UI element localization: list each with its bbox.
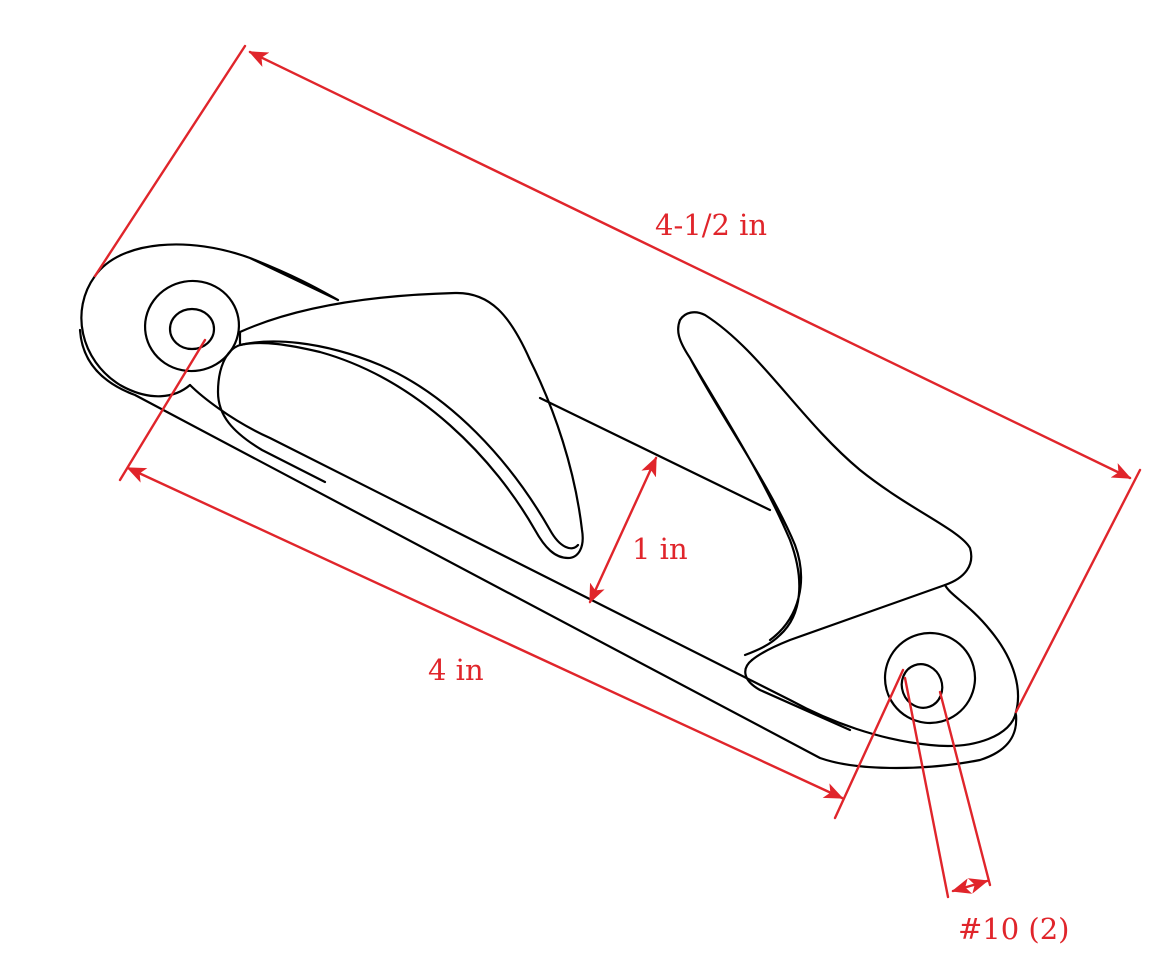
cleat-part bbox=[78, 243, 1020, 770]
right-screw-hole bbox=[900, 663, 944, 709]
screw-size-label: #10 (2) bbox=[958, 912, 1070, 946]
right-horn-outer bbox=[678, 311, 973, 662]
right-horn-inner bbox=[677, 318, 803, 657]
jaw-opening-label: 1 in bbox=[632, 532, 688, 566]
overall-length-extension-right bbox=[1014, 468, 1142, 714]
overall-length-extension-left bbox=[93, 44, 247, 278]
left-screw-hole bbox=[168, 307, 216, 351]
base-plate-top-edge bbox=[93, 243, 340, 302]
screw-size-extension-right bbox=[938, 690, 992, 887]
left-boss-outer bbox=[143, 279, 241, 373]
left-horn-outer bbox=[238, 291, 584, 560]
overall-length-dimension-line bbox=[248, 50, 1132, 480]
jaw-back-edge bbox=[538, 396, 772, 512]
left-horn-inner bbox=[216, 340, 580, 550]
screw-size-extension-left bbox=[903, 676, 950, 899]
hole-spacing-extension-left bbox=[118, 338, 207, 482]
overall-length-label: 4-1/2 in bbox=[655, 208, 768, 242]
base-plate-left-end bbox=[80, 274, 192, 398]
hole-spacing-extension-right bbox=[833, 668, 905, 820]
hole-spacing-label: 4 in bbox=[428, 653, 484, 687]
hole-spacing-dimension-line bbox=[126, 466, 844, 800]
jaw-opening-dimension-line bbox=[588, 456, 658, 604]
dimension-annotations bbox=[93, 44, 1142, 899]
right-boss-outer bbox=[883, 631, 977, 725]
right-lobe bbox=[744, 658, 852, 732]
screw-size-dimension-line bbox=[951, 878, 989, 894]
base-plate-bottom-edge bbox=[78, 328, 1018, 770]
